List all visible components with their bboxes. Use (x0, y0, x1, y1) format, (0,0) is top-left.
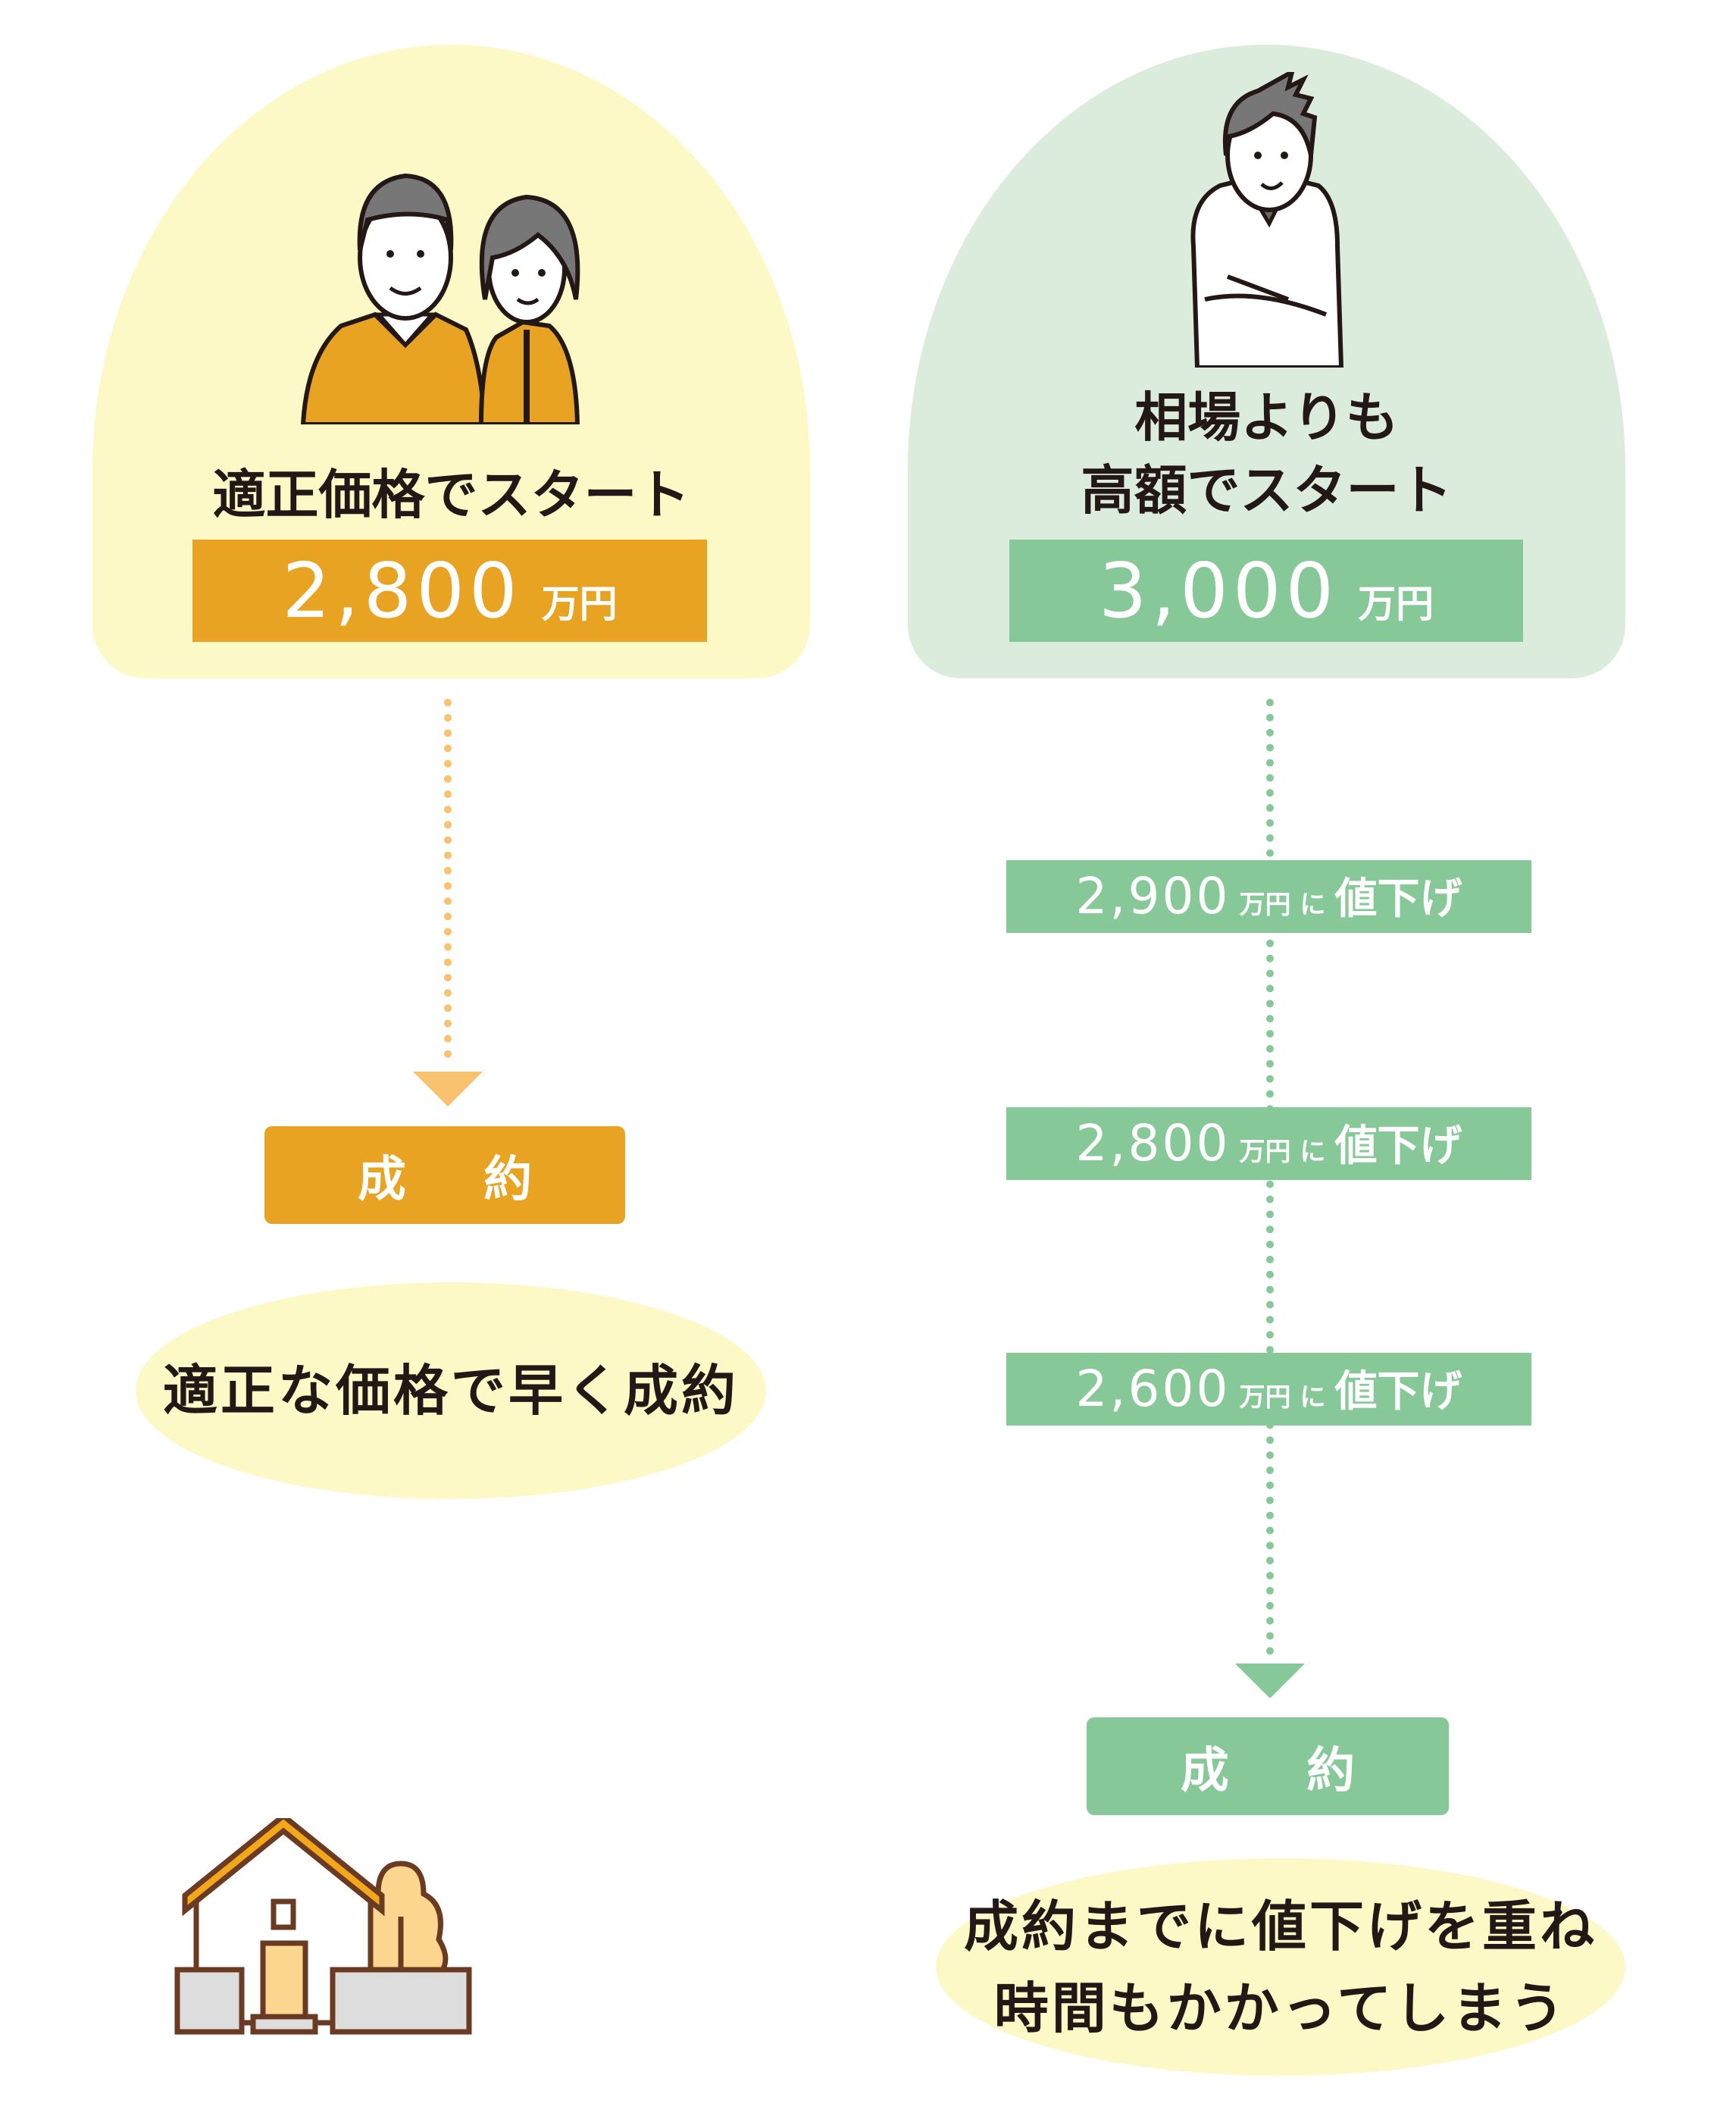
reduction-unit: 万円 (1239, 890, 1291, 920)
house-icon (174, 1818, 472, 2035)
reduction-suffix: 値下げ (1334, 1122, 1462, 1171)
right-arrow-head-icon (1235, 1664, 1305, 1698)
reduction-particle: に (1300, 890, 1326, 920)
price-value: 2,800 (282, 546, 522, 635)
price-reduction-tag: 2,600 万円 に 値下げ (1006, 1353, 1531, 1426)
left-result-bubble: 適正な価格で早く成約 (136, 1282, 766, 1499)
reduction-unit: 万円 (1239, 1382, 1291, 1413)
right-title-line: 相場よりも (1134, 387, 1399, 449)
reduction-unit: 万円 (1239, 1137, 1291, 1167)
reduction-value: 2,900 (1075, 867, 1231, 925)
price-reduction-tag: 2,900 万円 に 値下げ (1006, 860, 1531, 933)
reduction-particle: に (1300, 1382, 1326, 1413)
right-result-line: 時間もかかってしまう (993, 1976, 1568, 2040)
reduction-particle: に (1300, 1137, 1326, 1167)
right-title-line: 高額でスタート (1081, 459, 1453, 521)
left-deal-box: 成 約 (264, 1126, 625, 1224)
reduction-value: 2,800 (1075, 1114, 1231, 1172)
left-title: 適正価格でスタート (212, 464, 690, 526)
price-unit: 万円 (541, 582, 618, 626)
right-deal-box: 成 約 (1087, 1717, 1449, 1815)
reduction-suffix: 値下げ (1334, 1367, 1462, 1416)
reduction-suffix: 値下げ (1334, 875, 1462, 924)
right-result-line: 成約までに値下げを重ね (963, 1894, 1597, 1958)
man-arms-crossed-icon (1190, 72, 1344, 368)
reduction-value: 2,600 (1075, 1360, 1231, 1418)
left-dotted-arrow-line (444, 699, 452, 1058)
price-unit: 万円 (1358, 582, 1434, 626)
right-start-price: 3,000 万円 (1009, 540, 1523, 642)
price-reduction-tag: 2,800 万円 に 値下げ (1006, 1107, 1531, 1180)
right-result-bubble: 成約までに値下げを重ね 時間もかかってしまう (936, 1858, 1625, 2076)
left-result-text: 適正な価格で早く成約 (162, 1359, 739, 1423)
right-title: 相場よりも 高額でスタート (908, 381, 1625, 527)
left-start-price: 2,800 万円 (192, 540, 707, 642)
left-arrow-head-icon (413, 1072, 483, 1106)
price-value: 3,000 (1098, 546, 1339, 635)
elderly-couple-icon (300, 173, 580, 424)
